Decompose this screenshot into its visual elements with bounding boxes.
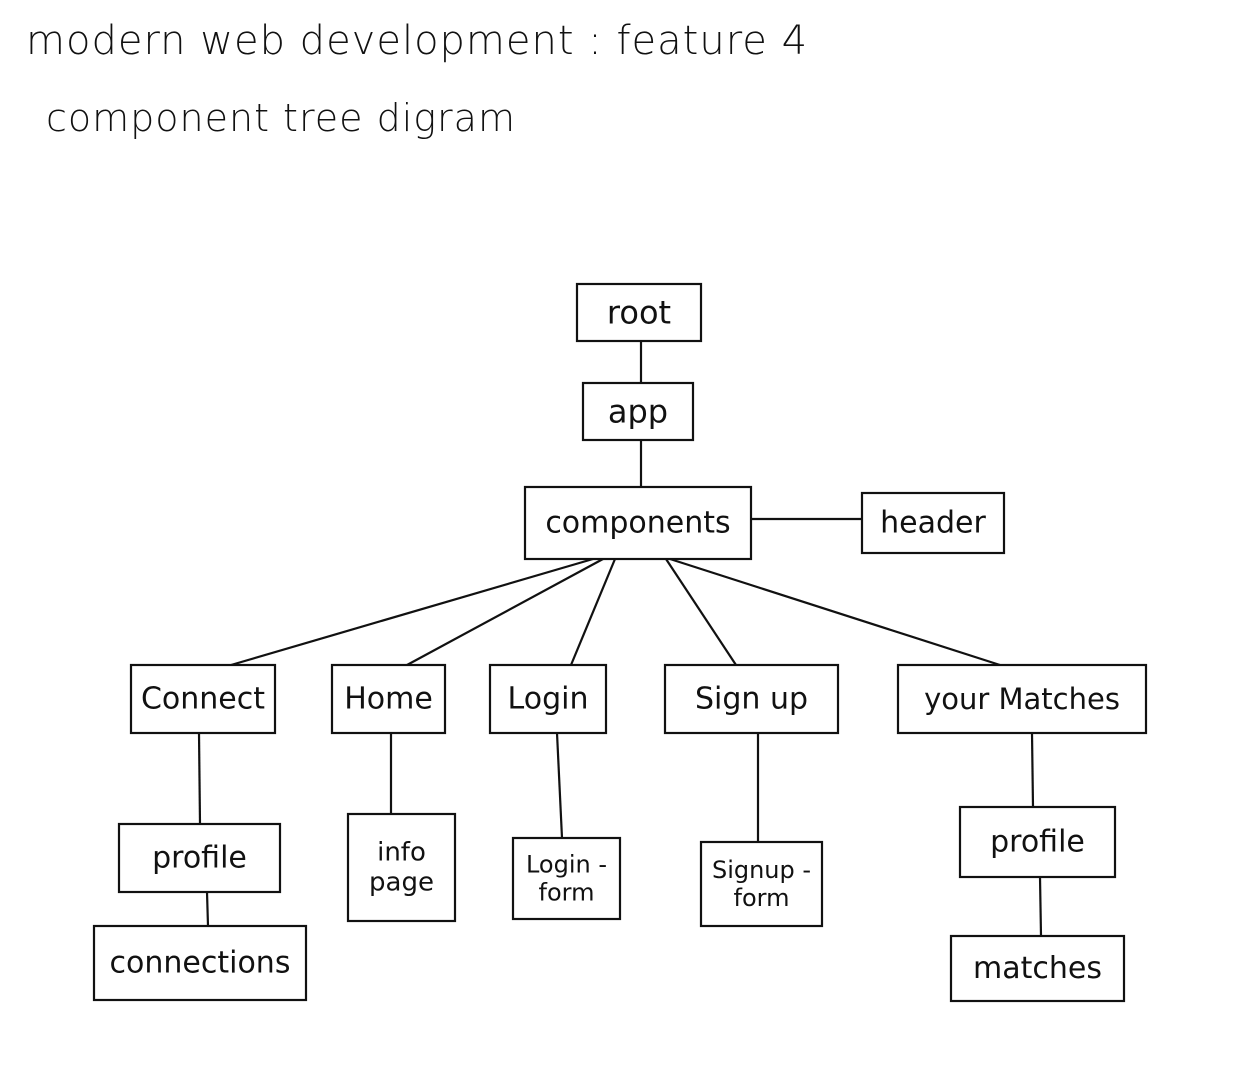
- node-box-profile-matches: [958, 805, 1117, 879]
- node-label-header: header: [880, 506, 986, 541]
- node-root: root: [575, 282, 703, 343]
- node-connections: connections: [92, 924, 308, 1002]
- node-box-app: [581, 381, 695, 442]
- node-signup: Sign up: [663, 663, 840, 735]
- node-label-profile-connect: profile: [152, 841, 247, 876]
- edge-connect-to-profile-connect: [197, 732, 202, 825]
- node-your-matches: your Matches: [896, 663, 1148, 735]
- edge-components-to-your-matches: [669, 557, 1001, 667]
- edge-profile-matches-to-matches: [1038, 876, 1043, 937]
- node-connect: Connect: [129, 663, 277, 735]
- node-label-connections: connections: [110, 946, 291, 981]
- tree-edges: [197, 341, 1043, 937]
- node-box-home: [330, 663, 447, 735]
- edge-components-to-login: [569, 558, 617, 666]
- node-label-your-matches: your Matches: [924, 682, 1120, 716]
- node-profile-matches: profile: [958, 805, 1117, 879]
- node-label-signup-form-line-2: form: [734, 884, 790, 912]
- node-box-header: [860, 491, 1006, 555]
- node-box-your-matches: [896, 663, 1148, 735]
- node-box-profile-connect: [117, 822, 282, 894]
- node-matches: matches: [949, 934, 1126, 1003]
- node-label-signup: Sign up: [695, 682, 808, 717]
- node-label-components: components: [545, 506, 730, 541]
- node-label-signup-form-line-1: Signup -: [712, 856, 811, 884]
- node-label-root: root: [607, 294, 671, 332]
- node-label-matches: matches: [973, 951, 1102, 986]
- edge-components-to-connect: [230, 557, 594, 667]
- edge-components-to-signup: [665, 558, 737, 666]
- node-box-matches: [949, 934, 1126, 1003]
- node-label-connect: Connect: [141, 682, 265, 717]
- edge-login-to-login-form: [555, 732, 564, 839]
- node-box-connections: [92, 924, 308, 1002]
- node-box-login: [488, 663, 608, 735]
- node-profile-connect: profile: [117, 822, 282, 894]
- node-label-app: app: [608, 393, 668, 431]
- edge-profile-connect-to-connections: [205, 891, 210, 927]
- node-login-form: Login -form: [511, 836, 622, 921]
- node-box-signup: [663, 663, 840, 735]
- node-home: Home: [330, 663, 447, 735]
- node-app: app: [581, 381, 695, 442]
- node-label-info-page-line-2: page: [369, 867, 434, 897]
- node-box-components: [523, 485, 753, 561]
- node-box-signup-form: [699, 840, 824, 928]
- edge-components-to-home: [406, 558, 604, 666]
- node-box-connect: [129, 663, 277, 735]
- node-label-login: Login: [508, 682, 589, 717]
- node-box-info-page: [346, 812, 457, 923]
- node-signup-form: Signup -form: [699, 840, 824, 928]
- node-label-login-form-line-2: form: [539, 878, 595, 906]
- node-label-info-page-line-1: info: [377, 838, 426, 868]
- node-components: components: [523, 485, 753, 561]
- edge-your-matches-to-profile-matches: [1030, 732, 1035, 808]
- node-header: header: [860, 491, 1006, 555]
- diagram-subtitle: component tree digram: [46, 96, 516, 140]
- node-box-root: [575, 282, 703, 343]
- diagram-title: modern web development : feature 4: [26, 18, 809, 64]
- node-label-login-form-line-1: Login -: [526, 851, 607, 879]
- node-login: Login: [488, 663, 608, 735]
- node-label-home: Home: [344, 682, 433, 717]
- node-label-profile-matches: profile: [990, 825, 1085, 860]
- node-box-login-form: [511, 836, 622, 921]
